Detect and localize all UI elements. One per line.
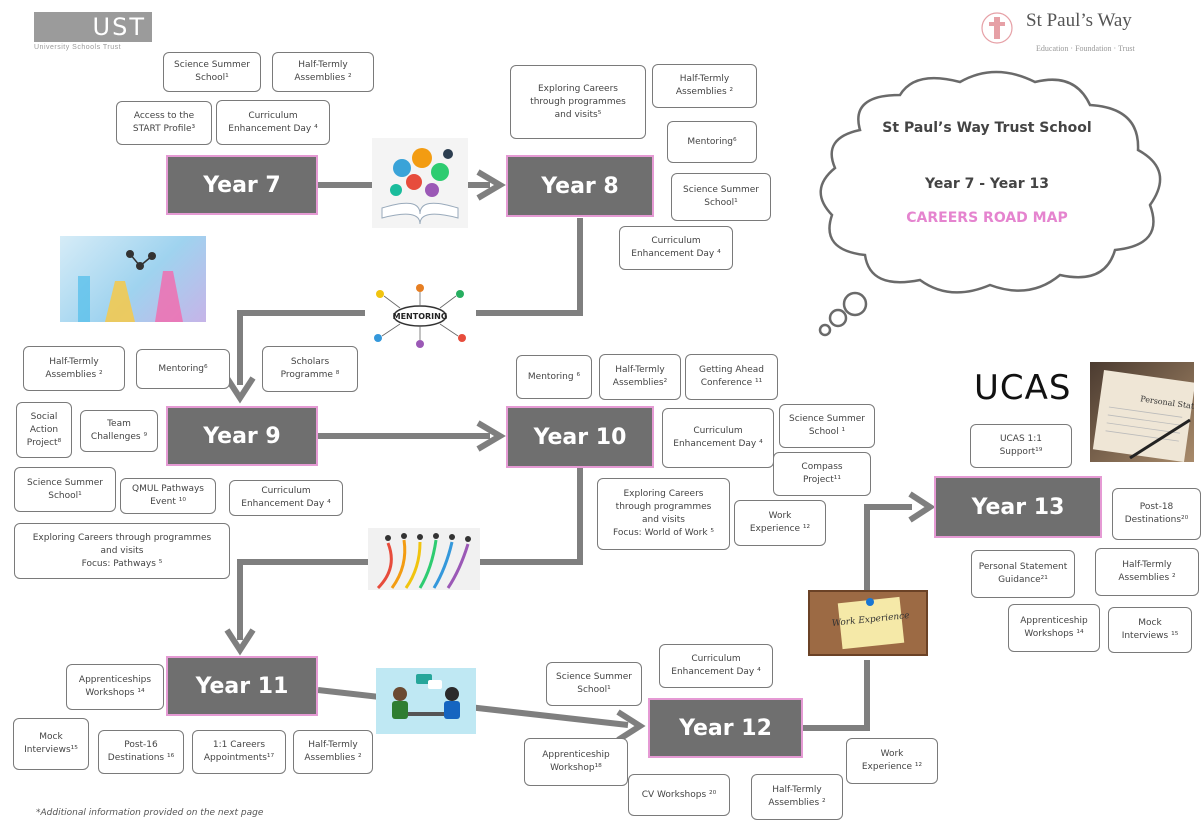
y10-work-experience: Work Experience ¹²	[734, 500, 826, 546]
year-13-node: Year 13	[934, 476, 1102, 538]
spw-logo: St Paul’s Way Education · Foundation · T…	[980, 6, 1190, 56]
work-experience-corkboard-image: Work Experience	[808, 590, 928, 656]
mentoring-image-label: MENTORING	[393, 312, 448, 321]
connector-pathways-y11	[237, 559, 368, 640]
y10-half-termly-assemblies: Half-Termly Assemblies²	[599, 354, 681, 400]
y13-ucas-support: UCAS 1:1 Support¹⁹	[970, 424, 1072, 468]
personal-statement-paper-illustration: Personal Statement	[1092, 369, 1194, 462]
y13-personal-statement-guidance: Personal Statement Guidance²¹	[971, 550, 1075, 598]
cloud-roadmap-label: CAREERS ROAD MAP	[906, 210, 1068, 226]
y8-mentoring: Mentoring⁶	[667, 121, 757, 163]
y7-half-termly-assemblies: Half-Termly Assemblies ²	[272, 52, 374, 92]
y12-science-summer-school: Science Summer School¹	[546, 662, 642, 706]
chemistry-lab-image	[60, 236, 206, 322]
y8-exploring-careers: Exploring Careers through programmes and…	[510, 65, 646, 139]
ucas-logo: UCAS	[974, 368, 1072, 408]
y9-social-action-project: Social Action Project⁸	[16, 402, 72, 458]
y13-half-termly-assemblies: Half-Termly Assemblies ²	[1095, 548, 1199, 596]
thought-cloud	[818, 70, 1162, 337]
ust-logo-subtitle: University Schools Trust	[34, 44, 122, 51]
y12-curriculum-enhancement-day: Curriculum Enhancement Day ⁴	[659, 644, 773, 688]
spw-logo-name: St Paul’s Way	[1026, 10, 1132, 31]
y8-curriculum-enhancement-day: Curriculum Enhancement Day ⁴	[619, 226, 733, 270]
mentoring-image: MENTORING	[366, 280, 474, 352]
sticky-note-illustration: Work Experience	[831, 596, 910, 650]
y7-start-profile: Access to the START Profile³	[116, 101, 212, 145]
year-10-node: Year 10	[506, 406, 654, 468]
y11-half-termly-assemblies: Half-Termly Assemblies ²	[293, 730, 373, 774]
y13-mock-interviews: Mock Interviews ¹⁵	[1108, 607, 1192, 653]
y11-mock-interviews: Mock Interviews¹⁵	[13, 718, 89, 770]
year-7-node: Year 7	[166, 155, 318, 215]
spw-logo-subtitle: Education · Foundation · Trust	[1036, 44, 1135, 53]
cloud-title: St Paul’s Way Trust School	[882, 120, 1092, 136]
y10-curriculum-enhancement-day: Curriculum Enhancement Day ⁴	[662, 408, 774, 468]
y11-post-16-destinations: Post-16 Destinations ¹⁶	[98, 730, 184, 774]
careers-interview-image	[376, 668, 476, 734]
connector-y10-pathways	[480, 468, 583, 565]
y12-work-experience: Work Experience ¹²	[846, 738, 938, 784]
connector-y12-workexp	[803, 660, 870, 731]
y10-mentoring: Mentoring ⁶	[516, 355, 592, 399]
y10-exploring-careers-world-of-work: Exploring Careers through programmes and…	[597, 478, 730, 550]
y9-qmul-pathways-event: QMUL Pathways Event ¹⁰	[120, 478, 216, 514]
y9-mentoring: Mentoring⁶	[136, 349, 230, 389]
ust-logo: UST University Schools Trust	[34, 12, 152, 52]
mentoring-diagram-illustration: MENTORING	[374, 284, 466, 348]
y13-apprenticeship-workshops: Apprenticeship Workshops ¹⁴	[1008, 604, 1100, 652]
y9-half-termly-assemblies: Half-Termly Assemblies ²	[23, 346, 125, 391]
spw-emblem-icon	[981, 12, 1013, 44]
y12-half-termly-assemblies: Half-Termly Assemblies ²	[751, 774, 843, 820]
y9-exploring-careers-pathways: Exploring Careers through programmes and…	[14, 523, 230, 579]
year-8-node: Year 8	[506, 155, 654, 217]
ust-logo-mark: UST	[92, 13, 146, 41]
y7-curriculum-enhancement-day: Curriculum Enhancement Day ⁴	[216, 100, 330, 145]
y8-half-termly-assemblies: Half-Termly Assemblies ²	[652, 64, 757, 108]
year-11-node: Year 11	[166, 656, 318, 716]
y10-getting-ahead-conference: Getting Ahead Conference ¹¹	[685, 354, 778, 400]
y12-apprenticeship-workshop: Apprenticeship Workshop¹⁸	[524, 738, 628, 786]
y11-careers-appointments: 1:1 Careers Appointments¹⁷	[192, 730, 286, 774]
y13-post-18-destinations: Post-18 Destinations²⁰	[1112, 488, 1201, 540]
y12-cv-workshops: CV Workshops ²⁰	[628, 774, 730, 816]
two-people-talking-illustration	[392, 674, 460, 719]
ideas-book-image	[372, 138, 468, 228]
y10-science-summer-school: Science Summer School ¹	[779, 404, 875, 448]
colorful-paths-illustration	[376, 533, 471, 590]
book-icons-illustration	[381, 148, 459, 225]
footnote: *Additional information provided on the …	[36, 808, 264, 818]
y7-science-summer-school: Science Summer School¹	[163, 52, 261, 92]
lab-glassware-illustration	[78, 250, 183, 322]
connector-y8-mentoring	[476, 218, 583, 316]
y9-curriculum-enhancement-day: Curriculum Enhancement Day ⁴	[229, 480, 343, 516]
pathways-image	[368, 528, 480, 590]
y11-apprenticeships-workshops: Apprenticeships Workshops ¹⁴	[66, 664, 164, 710]
y9-science-summer-school: Science Summer School¹	[14, 467, 116, 512]
year-12-node: Year 12	[648, 698, 803, 758]
connector-mentoring-y9	[237, 310, 365, 385]
y10-compass-project: Compass Project¹¹	[773, 452, 871, 496]
year-9-node: Year 9	[166, 406, 318, 466]
y9-team-challenges: Team Challenges ⁹	[80, 410, 158, 452]
personal-statement-image: Personal Statement	[1090, 362, 1194, 462]
y8-science-summer-school: Science Summer School¹	[671, 173, 771, 221]
y9-scholars-programme: Scholars Programme ⁸	[262, 346, 358, 392]
connector-workexp-y13	[864, 504, 912, 590]
cloud-subtitle: Year 7 - Year 13	[925, 176, 1049, 192]
